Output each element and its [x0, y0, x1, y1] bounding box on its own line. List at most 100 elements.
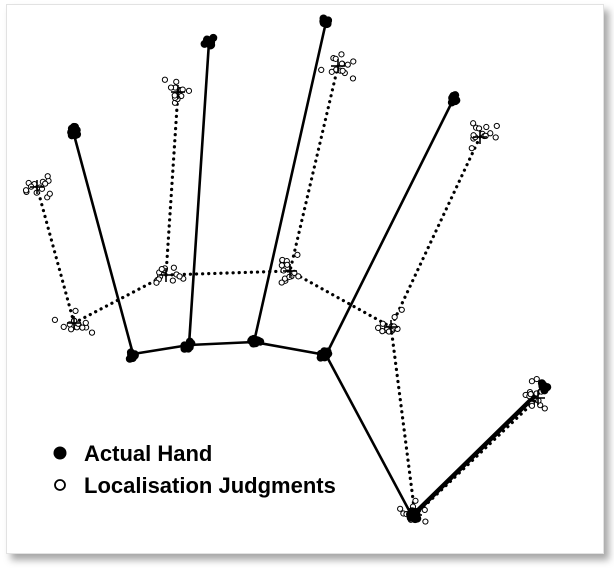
judged-segment-index_knuckle-wrist: [389, 325, 417, 517]
actual-segment-middle_knuckle-index_knuckle: [252, 340, 328, 357]
actual-point-ring_tip: [205, 37, 214, 46]
judged-point-ring_tip: [171, 92, 178, 99]
judged-point-little_knuckle: [60, 323, 67, 330]
judged-point-middle_tip: [318, 66, 325, 73]
actual-point-clouds: [67, 14, 552, 524]
judged-segment-middle_tip-middle_knuckle: [288, 64, 340, 273]
actual-point-wrist: [406, 509, 415, 518]
judged-mean-index_tip: [473, 130, 487, 144]
judged-point-index_knuckle: [398, 306, 405, 313]
judged-mean-middle_tip: [331, 59, 345, 73]
judged-point-index_knuckle: [375, 324, 382, 331]
actual-point-ring_knuckle: [183, 342, 192, 351]
judged-point-thumb_tip: [527, 391, 534, 398]
judged-point-ring_knuckle: [158, 266, 165, 273]
judged-point-little_knuckle: [79, 324, 86, 331]
judged-point-index_tip: [487, 130, 494, 137]
judged-point-little_knuckle: [82, 319, 89, 326]
judged-point-index_knuckle: [379, 320, 386, 327]
judged-segment-ring_knuckle-middle_knuckle: [164, 269, 292, 277]
judged-segment-wrist-thumb_tip: [413, 396, 540, 517]
judged-segment-ring_tip-ring_knuckle: [164, 90, 180, 277]
actual-point-index_knuckle: [322, 351, 331, 360]
judged-point-thumb_tip: [533, 375, 540, 383]
actual-segment-index_tip-index_knuckle: [324, 96, 456, 357]
judged-point-ring_tip: [167, 84, 175, 91]
judged-point-ring_knuckle: [170, 264, 177, 271]
legend-actual-label: Actual Hand: [84, 441, 212, 466]
legend-judged-label: Localisation Judgments: [84, 473, 336, 498]
actual-point-thumb_tip: [539, 384, 548, 393]
judged-point-little_tip: [44, 173, 51, 180]
legend: Actual Hand Localisation Judgments: [53, 441, 336, 498]
judged-point-middle_knuckle: [294, 251, 301, 258]
judged-point-index_tip: [483, 123, 490, 131]
actual-point-little_tip: [70, 122, 79, 131]
judged-point-ring_tip: [173, 78, 180, 85]
actual-segment-ring_knuckle-middle_knuckle: [187, 340, 256, 347]
actual-point-middle_tip: [320, 18, 329, 27]
actual-point-little_knuckle: [129, 350, 138, 359]
judged-point-wrist: [421, 506, 428, 514]
judged-point-index_tip: [475, 125, 483, 132]
judged-point-little_tip: [42, 180, 49, 187]
judged-mean-ring_knuckle: [159, 268, 173, 282]
judged-mean-crosses: [30, 59, 545, 522]
judged-point-index_tip: [492, 134, 499, 141]
actual-segment-little_knuckle-ring_knuckle: [131, 343, 191, 356]
judged-segment-middle_knuckle-index_knuckle: [288, 269, 393, 329]
judged-point-wrist: [422, 518, 429, 525]
judged-mean-middle_knuckle: [283, 264, 297, 278]
legend-filled-dot-icon: [53, 446, 67, 460]
judged-point-little_knuckle: [51, 316, 59, 323]
judged-point-thumb_tip: [541, 405, 548, 412]
judged-point-middle_knuckle: [284, 261, 291, 268]
judged-point-middle_tip: [349, 75, 357, 82]
judged-point-wrist: [397, 505, 404, 512]
judged-point-ring_tip: [161, 76, 169, 83]
judged-point-little_tip: [46, 190, 53, 197]
judged-point-index_knuckle: [379, 328, 386, 335]
judged-point-little_knuckle: [67, 326, 75, 333]
judged-point-wrist: [412, 497, 419, 504]
judged-point-thumb_tip: [528, 402, 536, 409]
judged-mean-little_tip: [30, 180, 44, 194]
judged-point-index_tip: [470, 120, 477, 127]
actual-segment-thumb-bold: [409, 384, 547, 519]
judged-point-middle_tip: [344, 61, 351, 68]
judged-point-middle_tip: [350, 58, 357, 65]
actual-point-little_tip: [71, 131, 80, 140]
judged-segment-little_knuckle-ring_knuckle: [72, 273, 168, 325]
judged-point-little_knuckle: [72, 307, 79, 314]
judged-mean-wrist: [408, 508, 422, 522]
judged-point-index_tip: [493, 122, 500, 130]
judged-point-index_knuckle: [391, 314, 398, 321]
judged-point-middle_knuckle: [278, 279, 285, 286]
judged-segment-little_tip-little_knuckle: [35, 185, 76, 325]
judged-point-ring_knuckle: [153, 279, 160, 286]
judged-segment-index_tip-index_knuckle: [389, 135, 482, 329]
judged-point-ring_tip: [185, 87, 193, 94]
judged-point-middle_knuckle: [278, 262, 285, 269]
judged-point-ring_knuckle: [176, 273, 183, 280]
actual-segment-little_tip-little_knuckle: [71, 129, 135, 356]
judged-mean-index_knuckle: [384, 320, 398, 334]
actual-segment-index_knuckle-wrist: [324, 353, 414, 518]
judged-mean-ring_tip: [171, 85, 185, 99]
judged-mean-little_knuckle: [67, 316, 81, 330]
actual-point-index_tip: [449, 91, 458, 100]
judged-mean-thumb_tip: [531, 391, 545, 405]
actual-segment-ring_tip-ring_knuckle: [187, 40, 211, 347]
actual-point-middle_knuckle: [249, 334, 258, 343]
judged-point-middle_tip: [339, 67, 346, 74]
legend-open-dot-icon: [54, 479, 66, 491]
judged-point-ring_knuckle: [169, 277, 176, 284]
actual-segment-middle_tip-middle_knuckle: [252, 20, 328, 344]
judged-point-middle_knuckle: [295, 273, 302, 280]
actual-hand-skeleton: [71, 20, 547, 519]
judged-point-little_knuckle: [88, 329, 96, 336]
judged-point-index_tip: [468, 145, 475, 152]
judged-point-middle_tip: [332, 55, 339, 62]
judged-point-little_tip: [22, 187, 30, 194]
